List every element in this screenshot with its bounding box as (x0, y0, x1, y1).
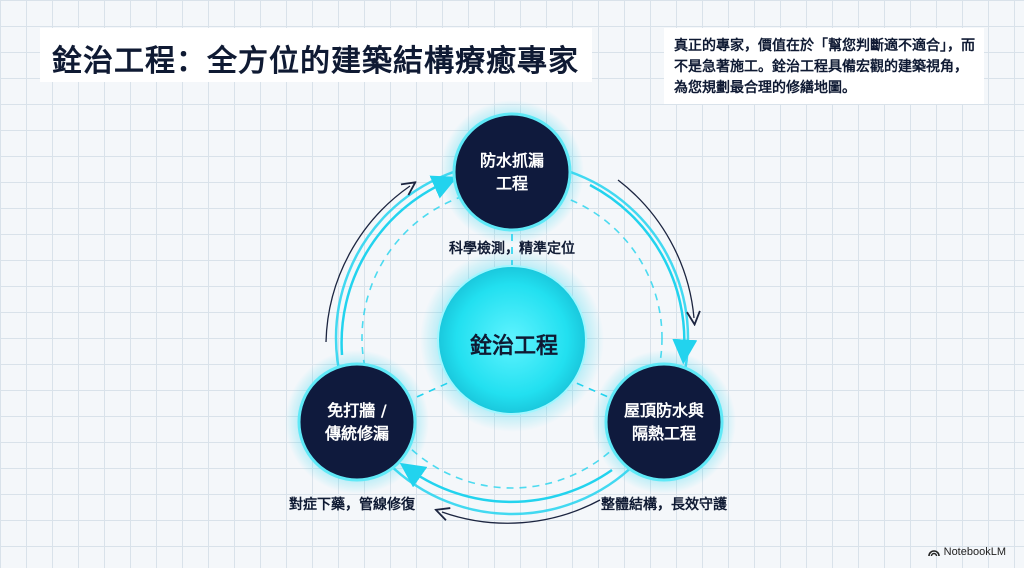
title-background (40, 28, 592, 82)
node-right (604, 362, 724, 482)
node-left-line2: 傳統修漏 (324, 424, 389, 443)
node-top (452, 112, 572, 232)
notebooklm-logo-icon (927, 550, 940, 557)
cycle-arrow-bottom (399, 462, 613, 504)
page-title: 銓治工程：全方位的建築結構療癒專家 (52, 44, 579, 79)
description-background (664, 28, 984, 104)
node-top-line2: 工程 (495, 174, 528, 193)
center-label: 銓治工程 (469, 334, 558, 359)
node-left-caption: 對症下藥，管線修復 (289, 497, 415, 513)
brand-label: NotebookLM (943, 546, 1006, 558)
outer-arc-left (325, 186, 410, 343)
node-left-line1: 免打牆 / (327, 401, 387, 420)
cycle-arrow-right (589, 183, 698, 365)
node-right-caption: 整體結構，長效守護 (601, 497, 727, 513)
node-right-label: 屋頂防水與 隔熱工程 (604, 399, 724, 445)
node-right-line1: 屋頂防水與 (623, 401, 704, 420)
node-left-label: 免打牆 / 傳統修漏 (297, 399, 417, 445)
node-top-label: 防水抓漏 工程 (452, 149, 572, 195)
outer-arc-right (617, 179, 694, 318)
description-text: 真正的專家，價值在於「幫您判斷適不適合」，而不是急著施工。銓治工程具備宏觀的建築… (674, 38, 975, 96)
node-left (297, 362, 417, 482)
cycle-arrow-left (340, 175, 458, 356)
node-top-caption: 科學檢測，精準定位 (449, 241, 575, 257)
brand: NotebookLM (927, 546, 1006, 558)
outer-arc-bottom (442, 499, 601, 524)
node-top-line1: 防水抓漏 (479, 151, 544, 170)
node-right-line2: 隔熱工程 (631, 424, 696, 443)
center-node (437, 265, 587, 415)
